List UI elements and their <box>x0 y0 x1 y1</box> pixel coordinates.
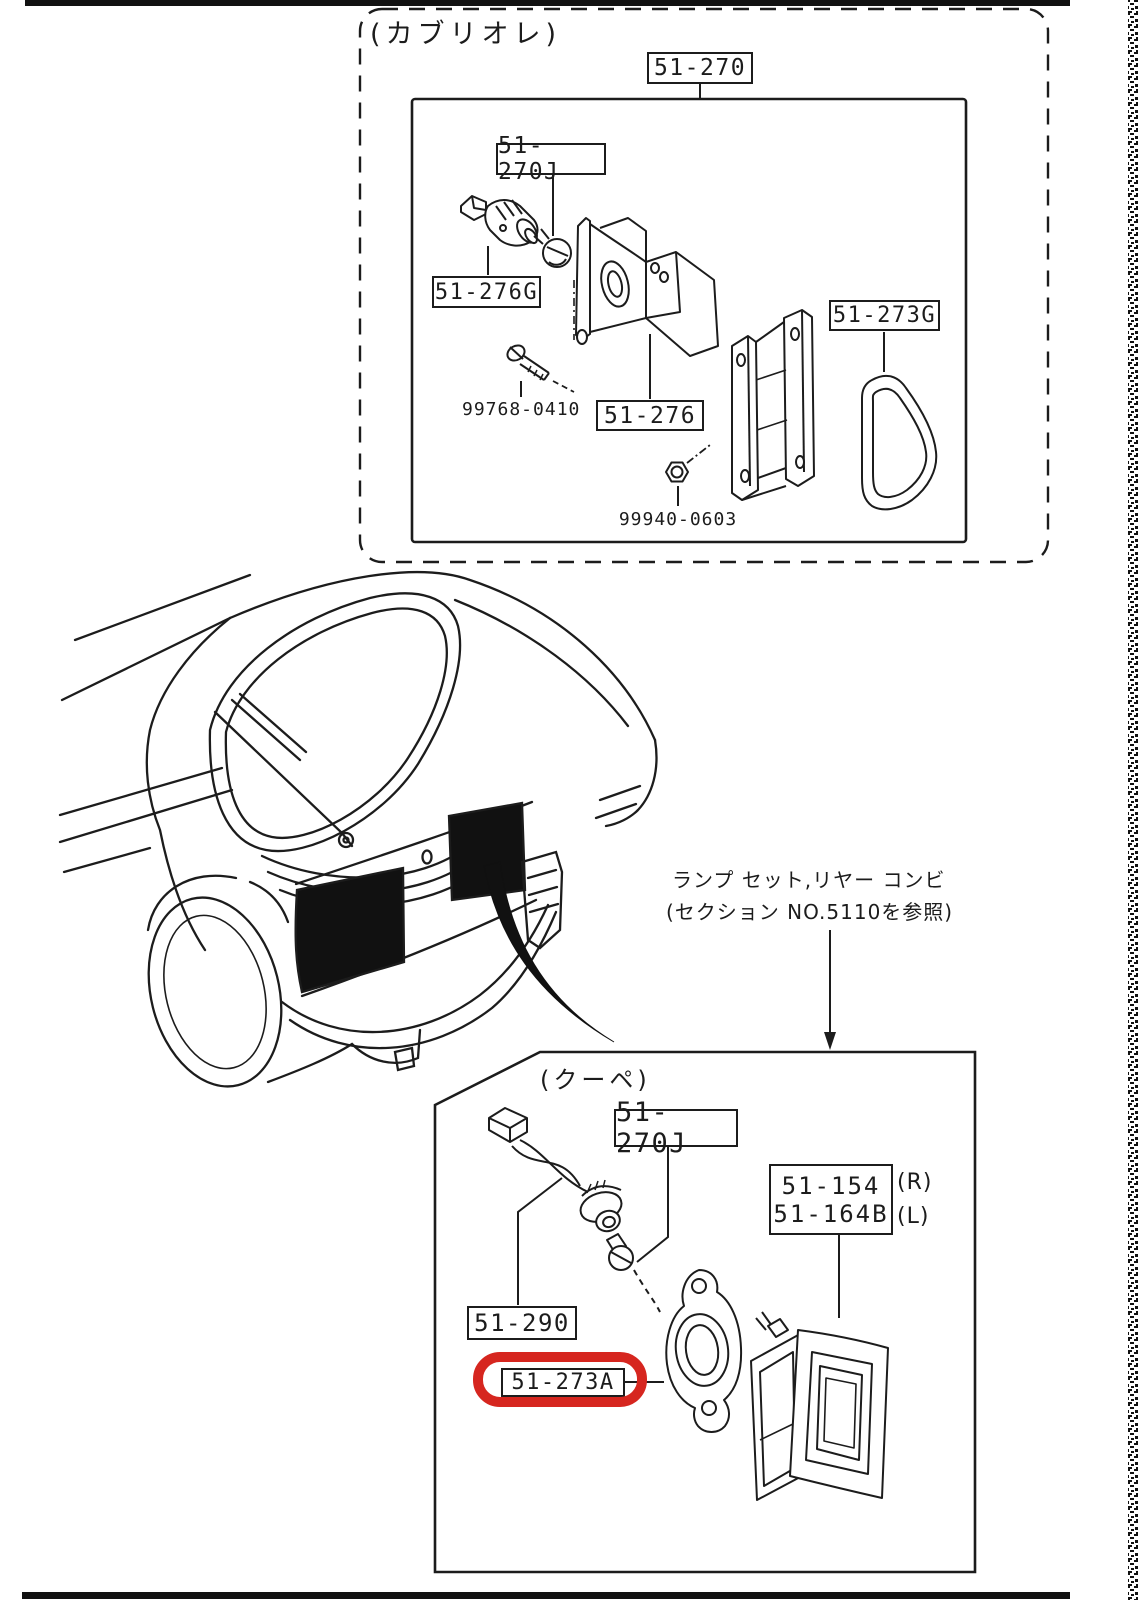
part-label-51-290[interactable]: 51-290 <box>467 1306 577 1340</box>
car-rear-drawing <box>58 571 658 1088</box>
part-label-51-270[interactable]: 51-270 <box>647 52 753 84</box>
coupe-socket-drawing <box>579 1179 623 1233</box>
cab-gasket-drawing <box>861 374 938 511</box>
car-license-lamp-location <box>421 849 433 865</box>
page-borders <box>22 0 1138 1600</box>
cab-socket-drawing <box>460 195 539 247</box>
rear-combination-note-line1: ランプ セット,リヤー コンビ <box>672 868 946 892</box>
part-label-51-270J-cabriolet[interactable]: 51-270J <box>496 133 606 185</box>
coupe-bulb-drawing <box>606 1233 634 1271</box>
part-number-99768-0410[interactable]: 99768-0410 <box>462 399 581 420</box>
car-wiper-drawing <box>213 692 355 849</box>
callout-arrow <box>483 861 615 1043</box>
coupe-leader-lines <box>517 1147 840 1383</box>
part-number-99940-0603[interactable]: 99940-0603 <box>618 509 738 530</box>
cab-lamp-bracket-drawing <box>575 217 719 357</box>
coupe-exploded-drawing <box>488 1107 889 1501</box>
cabriolet-variant-label: (カブリオレ) <box>370 19 562 50</box>
cab-nut-drawing <box>665 461 689 483</box>
coupe-solid-box <box>433 1050 977 1574</box>
coupe-lamp-housing-drawing <box>750 1311 889 1501</box>
part-number-51-164B[interactable]: 51-164B <box>773 1199 889 1228</box>
coupe-variant-label: (クーペ) <box>540 1066 651 1094</box>
car-taillights <box>294 801 527 994</box>
coupe-gasket-plate-drawing <box>665 1269 743 1433</box>
part-label-51-270J-coupe[interactable]: 51-270J <box>614 1097 738 1159</box>
coupe-harness-wire-drawing <box>511 1139 589 1193</box>
side-indicator-right: (R) <box>897 1170 933 1195</box>
cabriolet-inner-box <box>410 97 968 544</box>
part-label-51-273A[interactable]: 51-273A <box>501 1368 625 1397</box>
cabriolet-section-frames <box>358 7 1050 564</box>
cab-bulb-drawing <box>533 228 572 268</box>
part-label-51-154-51-164B[interactable]: 51-154 51-164B <box>769 1164 893 1235</box>
car-rear-wheel <box>146 874 290 1088</box>
rear-combination-note-line2: (セクション NO.5110を参照) <box>666 900 954 924</box>
cabriolet-dashed-box <box>358 7 1050 564</box>
scan-noise-strip <box>1128 0 1138 1600</box>
cab-screw-drawing <box>506 344 550 381</box>
coupe-assembly-dash-line <box>633 1269 661 1313</box>
part-number-51-154[interactable]: 51-154 <box>781 1171 881 1200</box>
note-leader <box>824 930 836 1050</box>
part-label-51-276[interactable]: 51-276 <box>596 400 704 431</box>
cabriolet-exploded-drawing <box>460 195 938 511</box>
cabriolet-leader-lines <box>487 84 885 506</box>
coupe-connector-drawing <box>488 1107 528 1143</box>
cab-mounting-bracket-drawing <box>731 309 815 501</box>
part-label-51-273G[interactable]: 51-273G <box>829 300 940 331</box>
side-indicator-left: (L) <box>897 1204 930 1229</box>
part-label-51-276G[interactable]: 51-276G <box>432 276 541 308</box>
